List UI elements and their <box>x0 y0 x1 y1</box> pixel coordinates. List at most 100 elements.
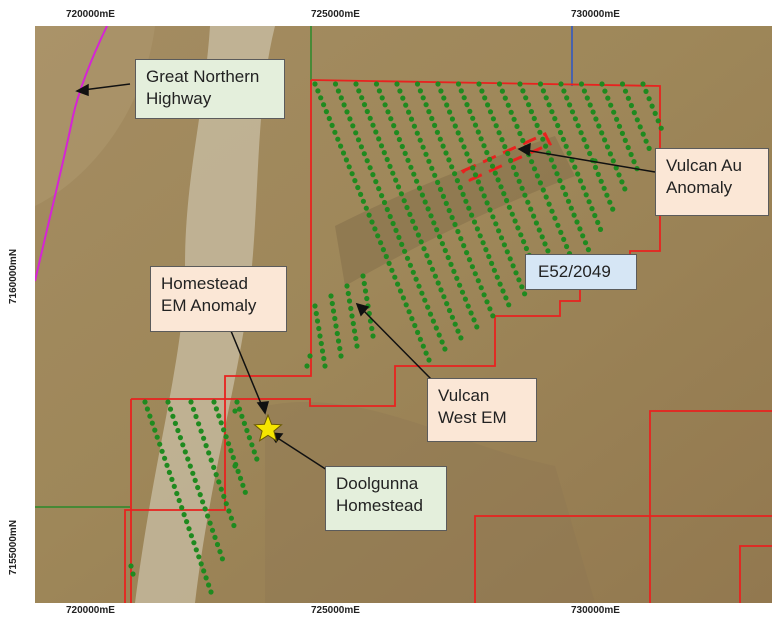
survey-station <box>497 281 503 287</box>
survey-station <box>315 88 321 94</box>
survey-station <box>147 413 153 419</box>
survey-station <box>318 340 324 347</box>
survey-station <box>478 136 484 142</box>
survey-station <box>490 313 496 319</box>
survey-station <box>381 150 387 156</box>
survey-station <box>470 115 476 121</box>
callout-homestead-em-anomaly: Homestead EM Anomaly <box>150 266 287 332</box>
survey-station <box>439 339 445 345</box>
survey-station <box>201 435 207 441</box>
survey-station <box>475 278 481 284</box>
survey-station <box>599 130 605 136</box>
survey-station <box>491 267 497 273</box>
survey-station <box>565 198 572 204</box>
survey-station <box>432 172 438 178</box>
survey-station <box>513 270 519 276</box>
survey-station <box>411 123 417 129</box>
survey-station <box>437 136 443 142</box>
survey-station <box>516 277 522 283</box>
survey-station <box>458 236 464 242</box>
survey-station <box>198 428 204 434</box>
survey-station <box>206 582 212 588</box>
survey-station <box>382 102 388 108</box>
survey-station <box>422 297 428 303</box>
survey-station <box>454 275 460 281</box>
survey-station <box>498 184 504 190</box>
arrow-vulcan-au <box>524 149 656 173</box>
survey-station <box>619 81 626 87</box>
survey-station <box>402 150 408 156</box>
survey-station <box>335 338 342 344</box>
survey-station <box>159 448 165 454</box>
survey-station <box>202 506 208 512</box>
survey-station <box>242 489 248 495</box>
survey-station <box>447 109 453 115</box>
survey-station <box>218 486 224 492</box>
survey-station <box>465 303 471 309</box>
survey-station <box>446 207 452 214</box>
survey-station <box>504 197 510 204</box>
survey-station <box>445 254 451 261</box>
survey-station <box>522 192 528 198</box>
northing-label-7155000: 7155000mN <box>8 519 19 575</box>
survey-station <box>443 200 449 206</box>
survey-station <box>321 355 327 362</box>
survey-station <box>423 350 429 356</box>
survey-station <box>628 102 635 109</box>
survey-station <box>350 320 356 327</box>
survey-station <box>634 117 640 123</box>
survey-station <box>338 353 344 359</box>
survey-station <box>469 264 475 270</box>
survey-station <box>144 406 150 412</box>
survey-station <box>329 300 335 307</box>
survey-station <box>499 88 505 94</box>
survey-station <box>334 330 340 337</box>
survey-station <box>356 88 362 94</box>
survey-station <box>440 143 446 149</box>
survey-station <box>338 95 344 101</box>
survey-station <box>417 88 423 94</box>
survey-station <box>608 102 614 108</box>
survey-station <box>595 219 601 225</box>
survey-station <box>493 123 499 129</box>
survey-station <box>555 122 561 129</box>
survey-station <box>455 328 461 334</box>
callout-great-northern-highway: Great Northern Highway <box>135 59 285 119</box>
survey-station <box>578 130 584 136</box>
survey-station <box>414 130 420 136</box>
survey-station <box>170 413 176 419</box>
survey-station <box>361 280 367 287</box>
survey-station <box>333 323 339 329</box>
survey-station <box>380 247 386 253</box>
survey-station <box>569 109 576 115</box>
survey-station <box>188 533 194 539</box>
survey-station <box>482 95 488 101</box>
survey-station <box>607 199 613 205</box>
survey-station <box>437 186 444 192</box>
survey-station <box>604 144 611 150</box>
survey-station <box>172 420 178 426</box>
survey-station <box>563 191 569 197</box>
survey-station <box>493 221 499 227</box>
survey-station <box>426 357 432 363</box>
survey-station <box>496 81 503 87</box>
survey-station <box>646 145 652 151</box>
survey-station <box>211 399 217 405</box>
survey-station <box>376 136 382 142</box>
survey-station <box>545 248 551 254</box>
survey-station <box>622 88 629 94</box>
survey-station <box>566 150 572 156</box>
survey-station <box>400 295 406 301</box>
survey-station <box>395 184 402 190</box>
survey-station <box>443 150 449 156</box>
survey-station <box>469 212 475 218</box>
survey-station <box>486 253 492 260</box>
survey-station <box>580 185 587 191</box>
map-frame[interactable]: Great Northern Highway Vulcan Au Anomaly… <box>35 26 772 603</box>
survey-station <box>577 178 584 184</box>
survey-station <box>388 116 394 122</box>
survey-station <box>589 206 595 212</box>
survey-station <box>560 184 566 191</box>
callout-vulcan-west-em: Vulcan West EM <box>427 378 537 442</box>
survey-station <box>345 290 351 297</box>
